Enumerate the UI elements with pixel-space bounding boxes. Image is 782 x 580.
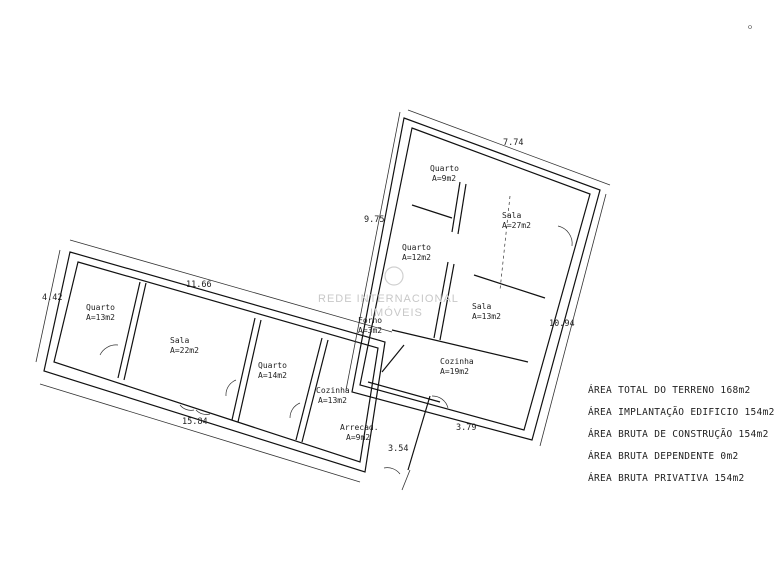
- room-quarto-left-name: Quarto: [86, 303, 115, 312]
- watermark-line-2: IMÓVEIS: [370, 306, 423, 319]
- dimension-4-42: 4.42: [42, 293, 62, 303]
- room-quarto-left-area: A=13m2: [86, 313, 115, 322]
- watermark: REDE INTERNACIONAL IMÓVEIS: [318, 266, 459, 319]
- right-wing: [345, 109, 611, 491]
- room-quarto-mid-name: Quarto: [258, 361, 287, 370]
- dimension-15-84: 15.84: [182, 417, 208, 427]
- room-arrecad-name: Arrecad.: [340, 423, 379, 432]
- dimension-10-94: 10.94: [549, 319, 575, 329]
- dimension-3-79: 3.79: [456, 423, 476, 433]
- area-bruta-dependente: ÁREA BRUTA DEPENDENTE 0m2: [588, 451, 739, 462]
- room-quarto-top-area: A=9m2: [432, 174, 456, 183]
- room-forno-area: A=3m2: [358, 326, 382, 335]
- dimension-9-75: 9.75: [364, 215, 384, 225]
- room-sala-big-name: Sala: [502, 211, 521, 220]
- room-sala-left-area: A=22m2: [170, 346, 199, 355]
- dimension-11-66: 11.66: [186, 280, 212, 290]
- room-sala-big-area: A=27m2: [502, 221, 531, 230]
- room-cozinha-right-name: Cozinha: [440, 357, 474, 366]
- room-cozinha-left-name: Cozinha: [316, 386, 350, 395]
- room-arrecad-area: A=9m2: [346, 433, 370, 442]
- area-bruta-construcao: ÁREA BRUTA DE CONSTRUÇÃO 154m2: [588, 429, 769, 440]
- area-total-terreno: ÁREA TOTAL DO TERRENO 168m2: [588, 385, 751, 396]
- dimension-7-74: 7.74: [503, 138, 523, 148]
- room-forno-name: Forno: [358, 316, 382, 325]
- left-wing: [35, 239, 393, 483]
- room-sala-left-name: Sala: [170, 336, 189, 345]
- watermark-line-1: REDE INTERNACIONAL: [318, 293, 459, 305]
- area-implantacao: ÁREA IMPLANTAÇÃO EDIFICIO 154m2: [588, 407, 775, 418]
- room-quarto-top-name: Quarto: [430, 164, 459, 173]
- dimension-3-54: 3.54: [388, 444, 408, 454]
- room-quarto-mid-area: A=14m2: [258, 371, 287, 380]
- area-bruta-privativa: ÁREA BRUTA PRIVATIVA 154m2: [588, 473, 745, 484]
- room-sala-right-name: Sala: [472, 302, 491, 311]
- room-cozinha-right-area: A=19m2: [440, 367, 469, 376]
- corner-mark: [748, 25, 752, 29]
- room-quarto-right-area: A=12m2: [402, 253, 431, 262]
- areas-summary: ÁREA TOTAL DO TERRENO 168m2 ÁREA IMPLANT…: [588, 380, 778, 490]
- room-sala-right-area: A=13m2: [472, 312, 501, 321]
- room-cozinha-left-area: A=13m2: [318, 396, 347, 405]
- room-quarto-right-name: Quarto: [402, 243, 431, 252]
